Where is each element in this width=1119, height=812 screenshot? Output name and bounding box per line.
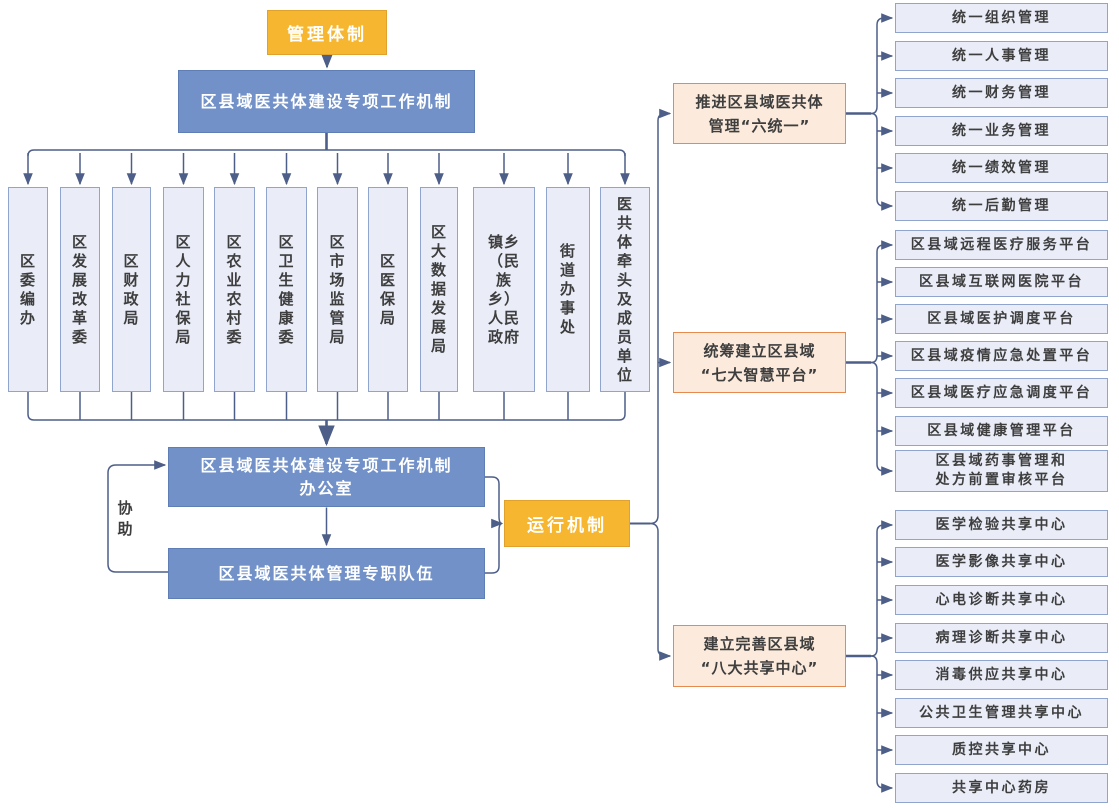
department-box: 医 共 体 牵 头 及 成 员 单 位	[600, 187, 650, 392]
department-box: 区 发 展 改 革 委	[60, 187, 100, 392]
group-item-box: 统一后勤管理	[895, 191, 1108, 221]
connector-path	[870, 520, 894, 657]
group-item-box: 区县域互联网医院平台	[895, 267, 1108, 297]
connector-path	[870, 361, 894, 476]
group-item-box: 区县域药事管理和 处方前置审核平台	[895, 450, 1108, 492]
group-header-box: 建立完善区县域 “八大共享中心”	[673, 625, 846, 687]
group-header-box: 推进区县域医共体 管理“六统一”	[673, 83, 846, 144]
connector-path	[649, 522, 672, 661]
department-box: 区 大 数 据 发 展 局	[420, 187, 458, 392]
connector-path	[870, 112, 894, 211]
management-system-badge: 管理体制	[267, 10, 387, 55]
group-item-box: 共享中心药房	[895, 773, 1108, 803]
connector-path	[485, 522, 503, 574]
group-item-box: 统一绩效管理	[895, 153, 1108, 183]
group-item-box: 统一人事管理	[895, 41, 1108, 71]
connector-path	[27, 149, 626, 157]
department-box: 区 人 力 社 保 局	[163, 187, 204, 392]
connector-path	[870, 240, 894, 364]
group-item-box: 质控共享中心	[895, 735, 1108, 765]
group-item-box: 区县域健康管理平台	[895, 416, 1108, 446]
connector-path	[649, 108, 672, 525]
department-box: 区 财 政 局	[112, 187, 151, 392]
group-item-box: 消毒供应共享中心	[895, 660, 1108, 690]
group-item-box: 病理诊断共享中心	[895, 623, 1108, 653]
mechanism-office-box: 区县域医共体建设专项工作机制 办公室	[168, 447, 485, 507]
main-mechanism-box: 区县域医共体建设专项工作机制	[178, 70, 475, 133]
group-item-box: 区县域疫情应急处置平台	[895, 341, 1108, 371]
group-item-box: 统一组织管理	[895, 3, 1108, 33]
fulltime-team-box: 区县域医共体管理专职队伍	[168, 548, 485, 599]
department-box: 区 医 保 局	[368, 187, 408, 392]
connector-path	[870, 13, 894, 115]
department-box: 街 道 办 事 处	[546, 187, 590, 392]
department-box: 镇乡 （民 族 乡） 人民 政府	[473, 187, 535, 392]
group-item-box: 医学检验共享中心	[895, 510, 1108, 540]
group-item-box: 统一财务管理	[895, 78, 1108, 108]
connector-path	[27, 392, 626, 421]
group-item-box: 区县域医护调度平台	[895, 304, 1108, 334]
department-box: 区 市 场 监 管 局	[317, 187, 358, 392]
group-item-box: 心电诊断共享中心	[895, 585, 1108, 615]
group-item-box: 公共卫生管理共享中心	[895, 698, 1108, 728]
group-item-box: 医学影像共享中心	[895, 547, 1108, 577]
connector-path	[870, 655, 894, 793]
assist-label: 协 助	[117, 499, 133, 538]
department-box: 区 卫 生 健 康 委	[266, 187, 307, 392]
operation-mechanism-badge: 运行机制	[504, 500, 630, 547]
group-item-box: 统一业务管理	[895, 116, 1108, 146]
group-item-box: 区县域远程医疗服务平台	[895, 230, 1108, 260]
connector-path	[485, 476, 504, 529]
group-header-box: 统筹建立区县域 “七大智慧平台”	[673, 332, 846, 393]
department-box: 区 委 编 办	[8, 187, 48, 392]
group-item-box: 区县域医疗应急调度平台	[895, 378, 1108, 408]
department-box: 区 农 业 农 村 委	[214, 187, 255, 392]
